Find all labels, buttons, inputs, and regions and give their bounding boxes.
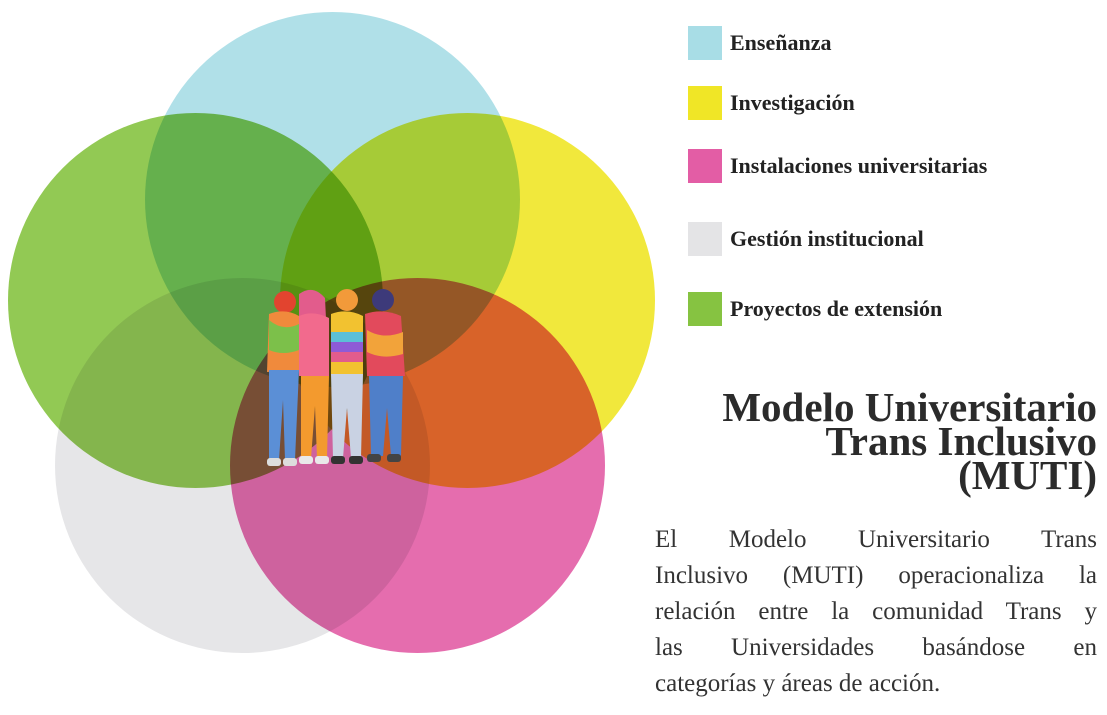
- legend-swatch-instalaciones-universitarias: [688, 149, 722, 183]
- legend-swatch-ensenanza: [688, 26, 722, 60]
- description-line: categorías y áreas de acción.: [655, 670, 941, 697]
- legend-item-investigacion: Investigación: [688, 86, 855, 120]
- person-illustration: [267, 291, 301, 466]
- page-title: Modelo Universitario Trans Inclusivo (MU…: [657, 384, 1097, 498]
- person-illustration: [299, 289, 329, 464]
- title-line: Trans Inclusivo: [825, 418, 1097, 464]
- legend-label-ensenanza: Enseñanza: [730, 30, 832, 55]
- description-paragraph: El Modelo Universitario Trans Inclusivo …: [655, 522, 1097, 702]
- legend-swatch-investigacion: [688, 86, 722, 120]
- title-line: Modelo Universitario: [722, 384, 1097, 430]
- legend-label-instalaciones-universitarias: Instalaciones universitarias: [730, 153, 988, 178]
- legend-item-instalaciones-universitarias: Instalaciones universitarias: [688, 149, 987, 183]
- description-line: El Modelo Universitario Trans: [655, 526, 1097, 553]
- group-of-four-people-illustration: [267, 289, 405, 466]
- venn-diagram: [8, 12, 655, 653]
- legend-label-proyectos-de-extension: Proyectos de extensión: [730, 296, 943, 321]
- person-illustration: [365, 289, 405, 462]
- person-illustration: [331, 289, 363, 464]
- description-line: las Universidades basándose en: [655, 634, 1097, 661]
- description-line: relación entre la comunidad Trans y: [655, 598, 1097, 625]
- legend-label-gestion-institucional: Gestión institucional: [730, 226, 924, 251]
- legend-swatch-gestion-institucional: [688, 222, 722, 256]
- legend-item-ensenanza: Enseñanza: [688, 26, 831, 60]
- title-line: (MUTI): [958, 452, 1097, 498]
- legend-label-investigacion: Investigación: [730, 90, 855, 115]
- legend-item-proyectos-de-extension: Proyectos de extensión: [688, 292, 942, 326]
- legend-swatch-proyectos-de-extension: [688, 292, 722, 326]
- legend-item-gestion-institucional: Gestión institucional: [688, 222, 924, 256]
- description-line: Inclusivo (MUTI) operacionaliza la: [655, 562, 1097, 589]
